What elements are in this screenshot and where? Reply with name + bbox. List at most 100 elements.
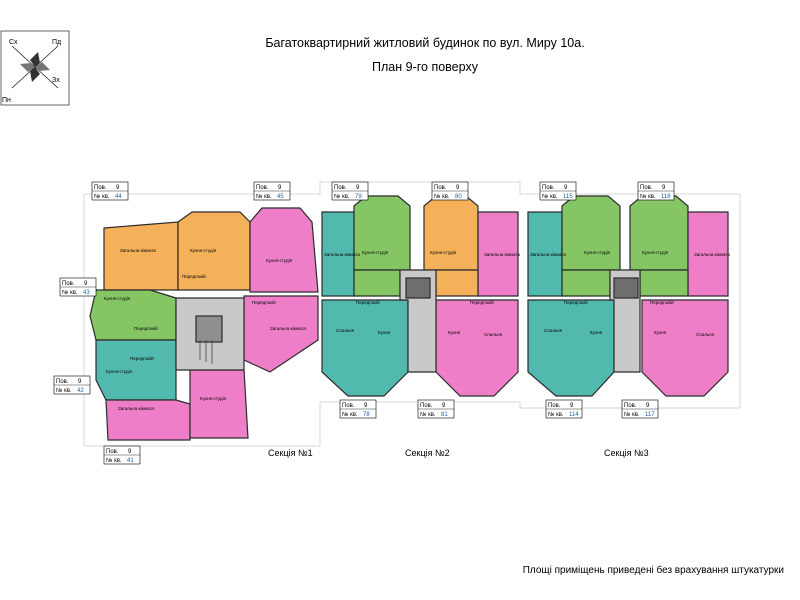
apt-45-living-south[interactable] [243,295,319,373]
section-2-plan [321,195,519,397]
apt-116-hall[interactable] [639,269,689,297]
tag-floor-value: 9 [564,185,568,191]
room-label: Кухня-студія [104,296,131,301]
tag-floor-label: Пов. [548,403,561,409]
apartment-tag: Пов.9№ кв.115 [539,181,577,201]
apt-43[interactable] [89,289,177,341]
tag-floor-value: 9 [456,185,460,191]
tag-floor-label: Пов. [62,281,75,287]
tag-apt-number: 81 [441,412,448,418]
tag-floor-label: Пов. [542,185,555,191]
apt-45-living[interactable] [249,207,319,293]
room-label: Кухня [590,330,603,335]
apt-116-living[interactable] [687,211,729,297]
tag-floor-label: Пов. [94,185,107,191]
room-label: Передпокій [134,325,158,331]
room-label: Спальня [696,332,715,337]
room-label: Загальна кімната [484,252,520,257]
apartment-tag: Пов. 9 № кв. 80 [431,181,469,201]
room-label: Кухня-студія [106,369,133,374]
apt-115-kitchen[interactable] [561,195,621,271]
tag-floor-value: 9 [78,379,82,385]
apartment-tag: Пов.9№ кв.45 [253,181,291,201]
room-label: Передпокій [356,299,380,305]
tag-apt-label: № кв. [548,411,564,418]
apt-80-kitchen[interactable] [423,195,479,271]
apartment-tag: Пов.9№ кв.44 [91,181,129,201]
tag-floor-value: 9 [570,403,574,409]
room-label: Кухня-студія [642,250,669,255]
apartment-tag: Пов. 9 № кв. 114 [545,399,583,419]
room-label: Загальна кімната [118,406,154,411]
tag-floor-value: 9 [662,185,666,191]
room-label: Передпокій [650,299,674,305]
room-label: Кухня [448,330,461,335]
tag-floor-value: 9 [116,185,120,191]
apt-117[interactable] [641,299,729,397]
tag-apt-label: № кв. [420,411,436,418]
compass-sw-label: Пн [2,97,11,104]
room-label: Кухня-студія [200,396,227,401]
apt-114[interactable] [527,299,615,397]
room-label: Загальна кімната [324,252,360,257]
room-label: Передпокій [564,299,588,305]
tag-floor-value: 9 [84,281,88,287]
tag-apt-label: № кв. [342,411,358,418]
tag-floor-value: 9 [364,403,368,409]
tag-apt-label: № кв. [94,193,110,200]
tag-apt-number: 114 [569,412,579,418]
room-label: Кухня-студія [362,250,389,255]
tag-floor-label: Пов. [434,185,447,191]
room-label: Кухня [654,330,667,335]
room-label: Кухня [378,330,391,335]
room-labels: Загальна кімната Кухня-студія Передпокій… [104,248,730,411]
apt-80-hall[interactable] [435,269,479,297]
apt-115-hall[interactable] [561,269,611,297]
apt-44[interactable] [103,221,179,291]
apt-41-kitchen[interactable] [189,369,249,439]
room-label: Кухня-студія [266,258,293,263]
tag-apt-label: № кв. [106,457,122,464]
drawing-title: Багатоквартирний житловий будинок по вул… [265,36,585,50]
tag-apt-number: 42 [77,388,84,394]
apt-80-living[interactable] [477,211,519,297]
tag-apt-label: № кв. [434,193,450,200]
tag-apt-label: № кв. [640,193,656,200]
section-3-plan [527,195,729,397]
apt-79-hall[interactable] [353,269,401,297]
tag-apt-label: № кв. [624,411,640,418]
room-label: Загальна кімната [120,248,156,253]
apartment-tag: Пов.9№ кв.41 [103,445,141,465]
room-label: Передпокій [130,355,154,361]
apt-81[interactable] [435,299,519,397]
tag-apt-number: 45 [277,194,284,200]
tag-apt-number: 78 [363,412,370,418]
tag-floor-label: Пов. [342,403,355,409]
tag-floor-label: Пов. [256,185,269,191]
room-label: Передпокій [470,299,494,305]
section-1-stair [195,315,223,343]
tag-apt-label: № кв. [62,289,78,296]
apt-78[interactable] [321,299,409,397]
compass-rose-icon: Сх Пд Зх Пн [0,30,70,106]
apt-79-kitchen[interactable] [353,195,411,271]
section-2-lift [405,277,431,299]
tag-floor-label: Пов. [640,185,653,191]
section-1-plan [89,207,319,441]
tag-apt-number: 41 [127,458,134,464]
tag-apt-number: 80 [455,194,462,200]
tag-floor-label: Пов. [420,403,433,409]
apartment-tag: Пов.9№ кв.42 [53,375,91,395]
tag-floor-label: Пов. [624,403,637,409]
tag-apt-number: 43 [83,290,90,296]
room-label: Кухня-студія [584,250,611,255]
tag-floor-value: 9 [356,185,360,191]
apt-116-kitchen[interactable] [629,195,689,271]
room-label: Загальна кімната [270,326,306,331]
section-2-label: Секція №2 [405,448,450,458]
tag-floor-label: Пов. [334,185,347,191]
compass-e-label: Зх [52,77,60,84]
apartment-tag: Пов.9№ кв.117 [621,399,659,419]
room-label: Спальня [544,328,563,333]
